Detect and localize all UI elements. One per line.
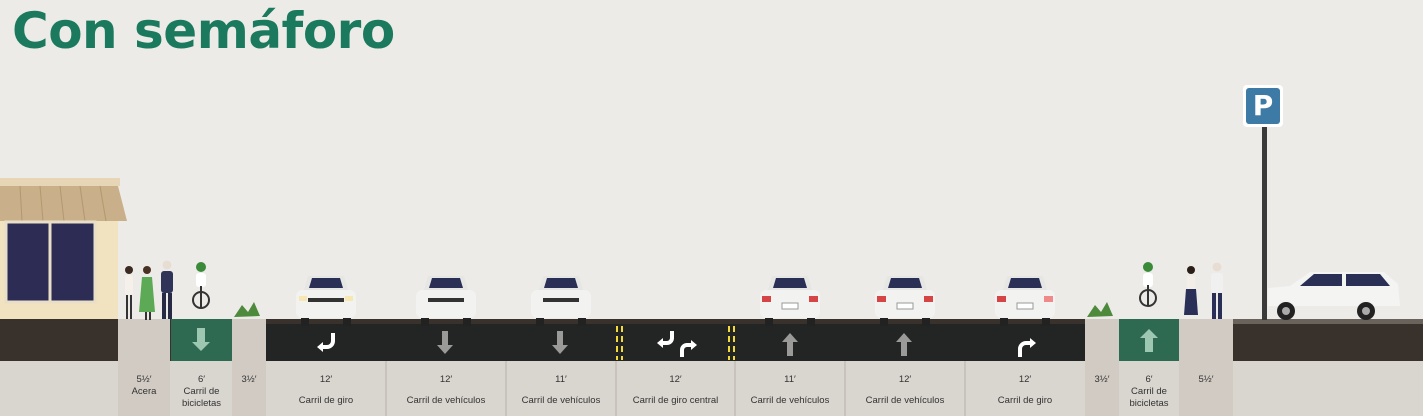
- segment-width: 12′: [319, 374, 333, 385]
- label-gap: [616, 386, 735, 395]
- pedestrians-left: [125, 260, 173, 320]
- bike-arrow-down-icon: [192, 328, 210, 351]
- parking-edge: [1233, 319, 1423, 324]
- segment-name: Carril de: [183, 386, 220, 397]
- segment-name: bicicletas: [181, 398, 222, 409]
- segment-name: bicicletas: [1129, 398, 1169, 409]
- segment-label-drive-lane-4: 12′ Carril de vehículos: [845, 374, 965, 407]
- center-turn-right-icon: [680, 343, 693, 357]
- segment-width: 11′: [555, 374, 567, 385]
- sidewalk-right: [1179, 319, 1233, 416]
- car-rear: [760, 276, 820, 326]
- segment-width: 3½′: [1094, 374, 1110, 385]
- page-title: Con semáforo: [12, 2, 395, 60]
- segment-label-drive-lane-2: 11′ Carril de vehículos: [506, 374, 616, 407]
- arrow-down-icon: [437, 331, 453, 354]
- cyclist-right: [1139, 262, 1157, 307]
- segment-label-sidewalk-left: 5½′Acera: [118, 374, 170, 398]
- segment-width: 3½′: [241, 374, 257, 385]
- segment-name: Carril de giro: [997, 395, 1053, 406]
- segment-width: 12′: [669, 374, 682, 385]
- segment-name: Carril de giro central: [632, 395, 719, 406]
- segment-width: 12′: [439, 374, 453, 385]
- segment-width: 5½′: [1198, 374, 1214, 385]
- label-gap: [735, 386, 845, 395]
- car-front: [416, 276, 476, 326]
- turn-arrows: [317, 331, 1036, 357]
- segment-label-turn-lane-left: 12′ Carril de giro: [266, 374, 386, 407]
- segment-dividers: [385, 361, 966, 416]
- segment-label-buffer-right: 3½′: [1085, 374, 1119, 386]
- segment-label-drive-lane-3: 11′ Carril de vehículos: [735, 374, 845, 407]
- segment-width: 5½′: [136, 374, 152, 385]
- buffer-left: [232, 319, 266, 416]
- segment-name: Carril de giro: [298, 395, 354, 406]
- label-gap: [965, 386, 1085, 395]
- turn-right-arrow-icon: [1018, 341, 1032, 357]
- label-gap: [845, 386, 965, 395]
- arrow-up-icon: [782, 333, 798, 356]
- segment-label-sidewalk-right: 5½′: [1179, 374, 1233, 386]
- center-lane-lines: [616, 326, 735, 360]
- segment-name: Carril de vehículos: [865, 395, 945, 406]
- segment-width: 12′: [1018, 374, 1032, 385]
- segment-name: Carril de vehículos: [750, 395, 830, 406]
- segment-width: 11′: [784, 374, 796, 385]
- bike-arrow-up-icon: [1140, 329, 1158, 352]
- parking-sign: [1243, 85, 1283, 320]
- cyclist-left: [192, 262, 210, 309]
- label-gap: [266, 386, 386, 395]
- arrow-down-icon: [552, 331, 568, 354]
- road-asphalt: [266, 324, 1085, 361]
- segment-name: Acera: [131, 386, 157, 397]
- parking-sign-letter: P: [1252, 89, 1274, 122]
- down-arrows: [192, 328, 568, 354]
- turn-left-arrow-icon: [321, 333, 335, 349]
- sidewalk-left: [118, 319, 170, 416]
- center-turn-left-icon: [661, 331, 674, 345]
- car-front: [531, 276, 591, 326]
- arrow-up-icon: [896, 333, 912, 356]
- up-arrows: [782, 329, 1158, 356]
- car-front: [296, 276, 356, 326]
- segment-width: 6′: [1145, 374, 1153, 385]
- car-rear: [995, 276, 1055, 326]
- turn-right-arrow-head-icon: [1030, 338, 1036, 348]
- label-gap: [506, 386, 616, 395]
- buffer-right: [1085, 319, 1119, 416]
- segment-name: Carril de vehículos: [406, 395, 486, 406]
- car-rear: [875, 276, 935, 326]
- segment-width: 6′: [197, 374, 206, 385]
- segment-width: 12′: [898, 374, 912, 385]
- cars-down: [296, 276, 591, 326]
- segment-name: Carril de: [1131, 386, 1167, 397]
- segment-label-center-turn-lane: 12′ Carril de giro central: [616, 374, 735, 407]
- pedestrians-right: [1184, 262, 1223, 319]
- segment-label-turn-lane-right: 12′ Carril de giro: [965, 374, 1085, 407]
- parked-car: [1268, 272, 1400, 320]
- turn-left-arrow-head-icon: [317, 342, 323, 352]
- storefront: [0, 178, 127, 319]
- segment-name: Carril de vehículos: [521, 395, 601, 406]
- segment-label-buffer-left: 3½′: [232, 374, 266, 386]
- segment-label-drive-lane-1: 12′ Carril de vehículos: [386, 374, 506, 407]
- label-gap: [386, 386, 506, 395]
- planters: [234, 302, 1113, 317]
- cars-up: [760, 276, 1055, 326]
